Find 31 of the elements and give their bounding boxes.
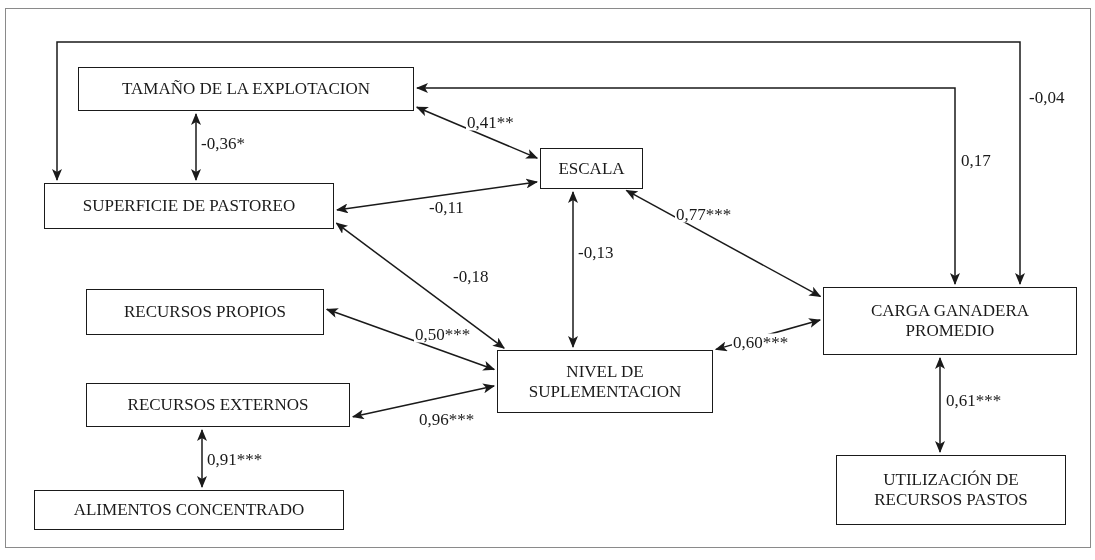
variable-name: ALIMENTOS CONCENTRADO (73, 500, 305, 520)
arrow (351, 383, 496, 420)
variable-name: SUPERFICIE DE PASTOREO (82, 196, 296, 216)
variable-box (86, 383, 350, 427)
arrow (625, 189, 822, 298)
variable-box (34, 490, 344, 530)
variable-box (44, 183, 334, 229)
arrow (568, 191, 578, 348)
variable-name: CARGA GANADERA PROMEDIO (869, 301, 1031, 341)
variable-name: UTILIZACIÓN DE RECURSOS PASTOS (873, 470, 1029, 510)
arrow (416, 83, 960, 285)
variable-name: RECURSOS EXTERNOS (127, 395, 309, 415)
variable-box (823, 287, 1077, 355)
variable-name: RECURSOS PROPIOS (124, 302, 286, 322)
arrow (325, 308, 496, 371)
variable-box (497, 350, 713, 413)
variable-name: NIVEL DE SUPLEMENTACION (527, 361, 683, 402)
arrow (935, 357, 945, 453)
variable-name: TAMAÑO DE LA EXPLOTACION (122, 79, 370, 99)
arrow (335, 222, 505, 349)
variable-box (836, 455, 1066, 525)
arrow (336, 178, 538, 214)
variable-box (540, 148, 643, 189)
variable-box (78, 67, 414, 111)
edge-label: 0,60*** (732, 333, 790, 351)
variable-box (86, 289, 324, 335)
arrow (191, 113, 201, 181)
arrow (415, 106, 539, 159)
arrow (52, 41, 1025, 285)
variable-name: ESCALA (558, 158, 625, 179)
arrow (197, 429, 207, 488)
